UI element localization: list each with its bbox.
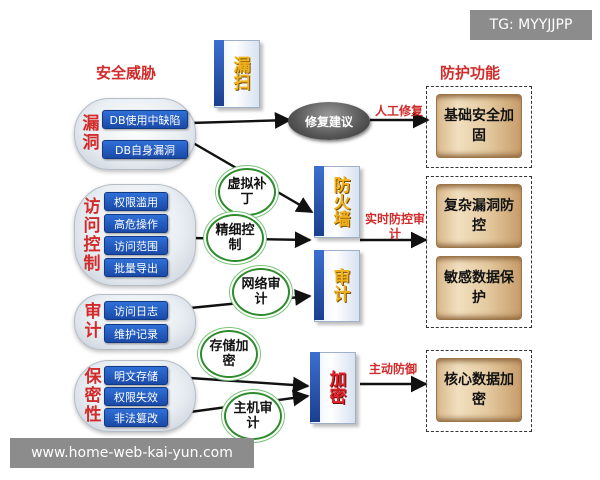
function-scroll-basic-hardening: 基础安全加固 <box>436 94 522 158</box>
cloud-fine-control: 精细控制 <box>206 214 264 262</box>
arrow-conf-to-encrypt-top <box>189 376 310 394</box>
threat-item-plaintext-storage: 明文存储 <box>104 366 168 385</box>
threat-item-db-self-vuln: DB自身漏洞 <box>102 140 188 159</box>
product-box-encryption-band <box>310 352 320 422</box>
threat-item-illegal-tamper: 非法篡改 <box>104 408 168 427</box>
product-label-encryption: 加密 <box>325 370 346 404</box>
label-active-defense: 主动防御 <box>368 362 417 376</box>
functions-header: 防护功能 <box>440 64 501 82</box>
group-label-audit: 审计 <box>80 302 101 340</box>
threat-item-permission-failure: 权限失效 <box>104 387 168 406</box>
cloud-virtual-patch: 虚拟补丁 <box>218 168 276 216</box>
threat-item-db-usage-defect: DB使用中缺陷 <box>102 110 188 129</box>
threat-item-bulk-export: 批量导出 <box>104 258 168 277</box>
function-box-1 <box>426 86 532 168</box>
threat-item-access-log: 访问日志 <box>104 301 168 320</box>
threat-item-high-risk-op: 高危操作 <box>104 214 168 233</box>
arrow-vuln-to-repair <box>189 112 292 129</box>
watermark-top: TG: MYYJJPP <box>470 10 592 40</box>
label-realtime-audit: 实时防控审计 <box>364 212 425 241</box>
cloud-storage-encryption: 存储加密 <box>200 330 258 378</box>
label-manual-repair: 人工修复 <box>374 104 423 118</box>
product-box-firewall-band <box>314 166 324 236</box>
watermark-bottom: www.home-web-kai-yun.com <box>10 438 254 468</box>
group-label-access-control: 访问控制 <box>79 197 100 273</box>
threat-item-access-scope: 访问范围 <box>104 236 168 255</box>
threat-item-maintenance-record: 维护记录 <box>104 324 168 343</box>
function-box-2 <box>426 176 532 328</box>
product-label-firewall: 防火墙 <box>329 175 350 227</box>
group-label-vulnerability: 漏洞 <box>78 114 99 152</box>
function-scroll-complex-vuln: 复杂漏洞防控 <box>436 184 522 248</box>
product-label-audit: 审计 <box>329 268 350 302</box>
function-scroll-sensitive-data: 敏感数据保护 <box>436 256 522 320</box>
function-scroll-core-encryption: 核心数据加密 <box>436 358 522 422</box>
threats-header: 安全威胁 <box>96 64 157 82</box>
group-label-confidentiality: 保密性 <box>80 366 101 424</box>
product-box-scanner-band <box>214 40 224 106</box>
cloud-host-audit: 主机审计 <box>224 392 282 440</box>
threat-item-privilege-abuse: 权限滥用 <box>104 192 168 211</box>
product-box-audit-band <box>314 250 324 320</box>
repair-suggestion-node: 修复建议 <box>288 102 370 140</box>
function-box-3 <box>426 350 532 432</box>
product-label-scanner: 漏扫 <box>229 56 250 90</box>
cloud-network-audit: 网络审计 <box>232 268 290 316</box>
